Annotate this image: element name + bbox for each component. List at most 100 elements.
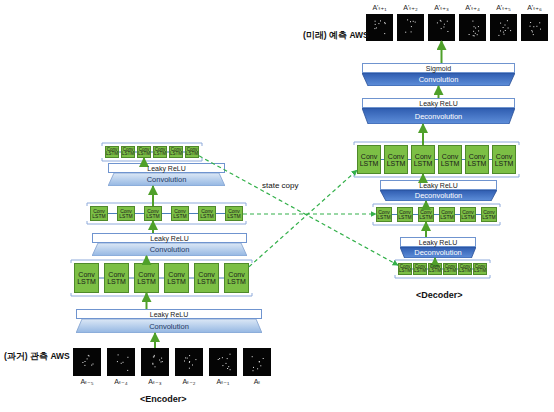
- flow-arrow: [154, 333, 156, 348]
- flow-arrow: [441, 41, 443, 63]
- diagram-label: state copy: [262, 181, 298, 190]
- layer-text: Conv LSTM: [398, 210, 412, 220]
- layer-text: Conv LSTM: [440, 210, 454, 220]
- cell-link: [435, 159, 438, 160]
- radar-dots: [107, 348, 135, 376]
- radar-frame: A'ₜ₊₂: [397, 14, 424, 41]
- layer-text: Conv LSTM: [482, 210, 496, 220]
- layer-text: Conv LSTM: [122, 148, 134, 157]
- cell-link: [183, 152, 185, 153]
- conv-layer: Convolution: [76, 319, 262, 333]
- state-copy-arrow: [199, 156, 398, 265]
- layer-text: Sigmoid: [426, 65, 451, 72]
- flow-arrow: [425, 201, 427, 207]
- layer-text: Conv LSTM: [439, 153, 461, 167]
- cell-link: [162, 213, 171, 214]
- flow-arrow: [434, 258, 436, 263]
- time-label: Aₜ₋₁: [203, 378, 243, 386]
- radar-dots: [428, 14, 455, 41]
- flow-arrow: [146, 293, 148, 309]
- convlstm-cell: Conv LSTM: [438, 145, 462, 174]
- row-bracket: [354, 174, 519, 177]
- convlstm-cell: Conv LSTM: [481, 207, 497, 222]
- convlstm-cell: Conv LSTM: [90, 206, 108, 221]
- radar-dots: [459, 14, 486, 41]
- time-label: A'ₜ₊₃: [422, 4, 461, 12]
- radar-dots: [209, 348, 237, 376]
- radar-frame: A'ₜ₊₆: [521, 14, 548, 41]
- cell-link: [167, 152, 169, 153]
- layer-text: Conv LSTM: [377, 210, 391, 220]
- convlstm-cell: Conv LSTM: [105, 146, 119, 158]
- time-label: A'ₜ₊₂: [391, 4, 430, 12]
- convlstm-cell: Conv LSTM: [384, 145, 408, 174]
- radar-frame: A'ₜ₊₃: [428, 14, 455, 41]
- layer-text: Conv LSTM: [493, 153, 515, 167]
- cell-link: [99, 278, 104, 279]
- layer-text: Conv LSTM: [106, 148, 118, 157]
- layer-text: Conv LSTM: [444, 265, 456, 274]
- activation-box: Leaky ReLU: [92, 233, 247, 243]
- cell-link: [408, 159, 411, 160]
- convlstm-cell: Conv LSTM: [458, 263, 472, 275]
- layer-text: Convolution: [150, 245, 190, 254]
- radar-frame: Aₜ₋₃: [141, 348, 169, 376]
- convlstm-cell: Conv LSTM: [439, 207, 455, 222]
- row-bracket: [71, 293, 252, 296]
- layer-text: Conv LSTM: [459, 265, 471, 274]
- time-label: A'ₜ₊₅: [484, 4, 523, 12]
- layer-text: Convolution: [147, 175, 187, 184]
- radar-frame: Aₜ₋₂: [175, 348, 203, 376]
- convlstm-cell: Conv LSTM: [428, 263, 442, 275]
- flow-arrow: [146, 256, 148, 263]
- cell-link: [216, 213, 225, 214]
- layer-text: Conv LSTM: [138, 148, 150, 157]
- cell-link: [189, 213, 198, 214]
- layer-text: Conv LSTM: [91, 209, 107, 219]
- layer-text: Conv LSTM: [165, 271, 188, 285]
- cell-link: [159, 278, 164, 279]
- convlstm-cell: Conv LSTM: [198, 206, 216, 221]
- cell-link: [219, 278, 224, 279]
- convlstm-cell: Conv LSTM: [411, 145, 435, 174]
- diagram-label: <Encoder>: [140, 394, 187, 404]
- radar-dots: [521, 14, 548, 41]
- convlstm-cell: Conv LSTM: [164, 263, 189, 293]
- layer-text: Deconvolution: [414, 248, 462, 257]
- layer-text: Conv LSTM: [474, 265, 486, 274]
- convlstm-cell: Conv LSTM: [194, 263, 219, 293]
- convlstm-cell: Conv LSTM: [144, 206, 162, 221]
- flow-arrow: [152, 221, 154, 233]
- cell-link: [151, 152, 153, 153]
- convlstm-cell: Conv LSTM: [418, 207, 434, 222]
- convlstm-cell: Conv LSTM: [224, 263, 249, 293]
- layer-text: Conv LSTM: [199, 209, 215, 219]
- activation-box: Leaky ReLU: [400, 237, 476, 247]
- radar-frame: A'ₜ₊₁: [366, 14, 393, 41]
- cell-link: [392, 214, 397, 215]
- layer-text: Convolution: [149, 322, 189, 331]
- state-copy-arrow: [243, 213, 376, 214]
- cell-link: [381, 159, 384, 160]
- cell-link: [189, 278, 194, 279]
- radar-dots: [397, 14, 424, 41]
- layer-text: Leaky ReLU: [150, 311, 189, 318]
- conv-layer: Convolution: [362, 73, 515, 86]
- cell-link: [489, 159, 492, 160]
- activation-box: Leaky ReLU: [380, 180, 497, 190]
- layer-text: Conv LSTM: [358, 153, 380, 167]
- layer-text: Conv LSTM: [414, 265, 426, 274]
- activation-box: Leaky ReLU: [108, 163, 225, 173]
- layer-text: Conv LSTM: [75, 271, 98, 285]
- radar-dots: [175, 348, 203, 376]
- radar-frame: A'ₜ₊₄: [459, 14, 486, 41]
- layer-text: Conv LSTM: [118, 209, 134, 219]
- radar-frame: Aₜ: [243, 348, 271, 376]
- time-label: Aₜ₋₃: [135, 378, 175, 386]
- layer-text: Leaky ReLU: [419, 182, 458, 189]
- layer-text: Conv LSTM: [195, 271, 218, 285]
- cell-link: [108, 213, 117, 214]
- row-bracket: [102, 158, 202, 161]
